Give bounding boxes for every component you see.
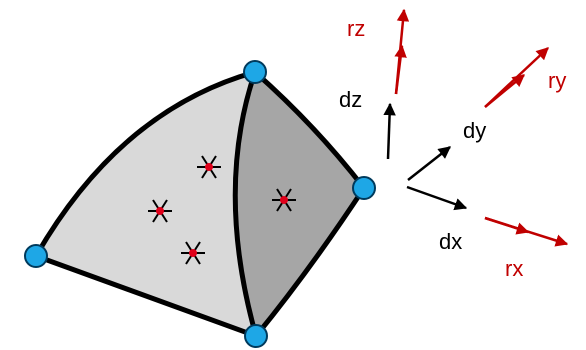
rx-label: rx [505, 256, 523, 281]
integration-point-icon [272, 188, 296, 212]
ry-arrow [484, 47, 549, 108]
rotation-arrows [394, 8, 569, 247]
dy-arrow [407, 146, 451, 181]
element-edges [33, 69, 367, 339]
dz-label: dz [339, 87, 362, 112]
ry-label: ry [548, 68, 566, 93]
element-face-right [235, 72, 364, 336]
integration-points [148, 155, 296, 265]
node-icon-top [243, 60, 267, 84]
dz-arrow [383, 102, 396, 160]
rx-arrow [484, 216, 569, 247]
displacement-arrows [383, 102, 468, 211]
edge-bottom-left [33, 253, 259, 339]
rz-arrow [394, 8, 410, 95]
edge-bottom-right [253, 185, 367, 339]
element-nodes [24, 60, 376, 348]
dy-label: dy [463, 118, 486, 143]
integration-point-icon [148, 199, 172, 223]
edge-middle-curved [232, 69, 259, 339]
edge-top-right [252, 69, 367, 191]
element-face-left [36, 72, 256, 336]
dx-label: dx [439, 229, 462, 254]
dx-arrow [406, 185, 468, 211]
node-icon-bottom [244, 324, 268, 348]
rz-label: rz [347, 16, 365, 41]
integration-point-icon [197, 155, 221, 179]
integration-point-icon [181, 241, 205, 265]
edge-left-curved [33, 69, 258, 259]
node-icon-left [24, 244, 48, 268]
node-icon-right [352, 176, 376, 200]
